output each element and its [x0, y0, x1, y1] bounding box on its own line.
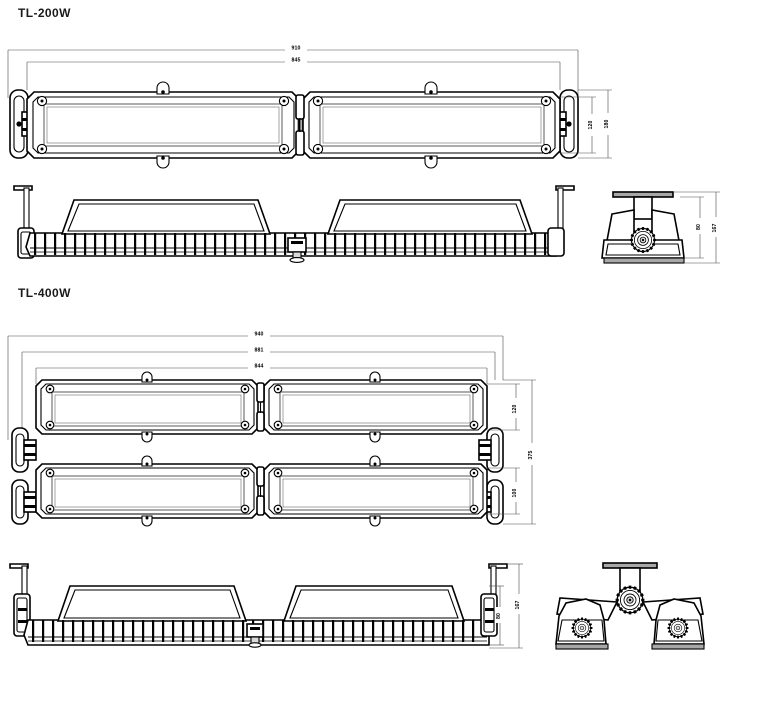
dim-375-width-400: 375: [503, 379, 536, 525]
side-bracket-left-400: [9, 563, 31, 637]
left-mount-bracket: [9, 89, 37, 159]
dim-label-120-400: 120: [512, 405, 518, 414]
driver-housing-400-1: [56, 585, 248, 622]
center-joint-side-400: [246, 623, 264, 648]
tl400-end-view: [555, 562, 705, 650]
dim-180-width: 180: [578, 89, 612, 159]
end-mount-plate-400: [602, 562, 658, 569]
right-mount-bracket-lower-400: [478, 479, 504, 525]
center-joint-top-400-upper: [256, 382, 265, 432]
fixture-base-plate: [25, 232, 557, 257]
side-bracket-right-400: [480, 563, 508, 637]
tl200-side-elevation: [13, 185, 575, 263]
dim-844: 844: [35, 362, 488, 384]
end-body-left-400: [555, 598, 609, 650]
dim-label-375-400: 375: [528, 451, 534, 460]
tl400-top-view: 940 881 844: [7, 330, 536, 527]
driver-housing-2: [326, 199, 534, 235]
knuckle-joint: [630, 227, 656, 253]
led-module-top-400-4: [263, 455, 488, 527]
dim-label-845: 845: [292, 58, 301, 64]
center-joint-top-400-lower: [256, 466, 265, 516]
end-mount-plate: [612, 191, 674, 198]
led-module-top-400-1: [35, 371, 259, 443]
dim-910: 910: [7, 44, 579, 98]
dim-label-100-400: 100: [512, 489, 518, 498]
left-mount-bracket-lower-400: [11, 479, 37, 525]
dim-label-881: 881: [255, 348, 264, 354]
dim-80-height-400: 80: [489, 585, 504, 646]
dim-120-width-400: 120: [487, 383, 520, 431]
side-bracket-left: [13, 185, 35, 259]
dim-label-910: 910: [292, 46, 301, 52]
dim-label-80-400: 80: [496, 613, 502, 619]
driver-housing-1: [60, 199, 272, 235]
knuckle-joint-center-400: [615, 585, 645, 615]
dim-120-width: 120: [560, 96, 596, 154]
led-module-top-1: [26, 81, 300, 169]
end-body-right-400: [651, 598, 705, 650]
dim-label-167-200: 167: [712, 224, 718, 233]
side-bracket-right: [547, 185, 575, 257]
dim-label-80-200: 80: [696, 224, 702, 230]
tl400-side-elevation: 80 167: [9, 563, 523, 649]
model-title-tl200: TL-200W: [18, 6, 71, 20]
center-joint-side: [287, 237, 307, 263]
dim-845: 845: [26, 56, 561, 90]
dim-881: 881: [21, 346, 496, 436]
tl200-end-view: 80 167: [601, 191, 720, 264]
dim-100-width-400: 100: [487, 467, 520, 515]
heat-sink-fins-1: [34, 233, 547, 255]
heat-sink-fins-400: [32, 620, 475, 642]
led-module-top-2: [302, 81, 561, 169]
dim-label-167-400: 167: [515, 601, 521, 610]
center-joint-top: [295, 94, 305, 156]
right-mount-bracket: [551, 89, 579, 159]
dim-167-height-200: 167: [673, 191, 720, 264]
model-title-tl400: TL-400W: [18, 286, 71, 300]
dim-label-120: 120: [588, 121, 594, 130]
dim-label-180: 180: [604, 120, 610, 129]
driver-housing-400-2: [282, 585, 466, 622]
dim-167-height-400: 167: [489, 563, 523, 649]
dim-80-height-200: 80: [680, 196, 704, 259]
tl200-top-view: 910 845: [7, 44, 612, 169]
dim-label-844: 844: [255, 364, 264, 370]
fixture-base-plate-400: [23, 619, 490, 646]
right-mount-bracket-upper-400: [478, 427, 504, 473]
led-module-top-400-2: [263, 371, 488, 443]
led-module-top-400-3: [35, 455, 259, 527]
dim-label-940: 940: [255, 332, 264, 338]
left-mount-bracket-upper-400: [11, 427, 37, 473]
dim-940: 940: [7, 330, 504, 440]
